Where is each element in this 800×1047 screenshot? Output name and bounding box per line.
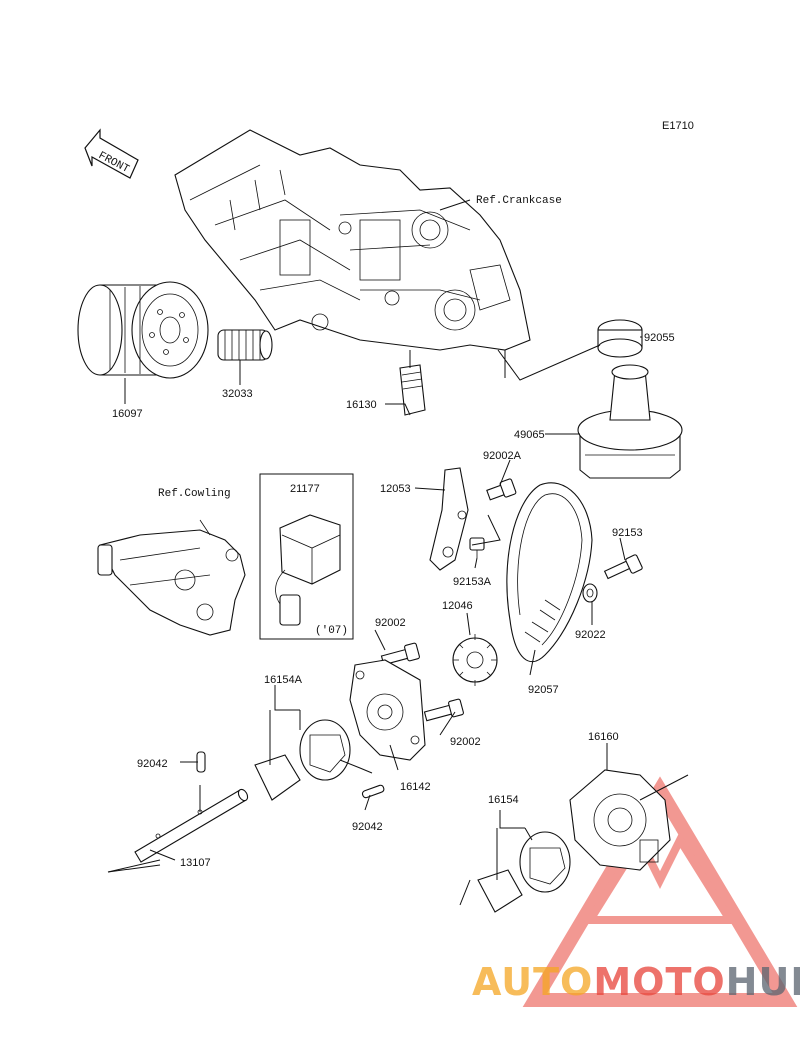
watermark-part3: HUB [726, 960, 800, 1004]
label-92002-upper: 92002 [375, 617, 406, 629]
watermark-text: AUTOMOTOHUB [472, 960, 800, 1004]
label-92153: 92153 [612, 527, 643, 539]
ref-cowling-label: Ref.Cowling [158, 488, 231, 500]
oil-pressure-switch-box [259, 473, 354, 640]
label-16097: 16097 [112, 408, 143, 420]
bolt-92153A [469, 537, 485, 558]
bolt-92002-lower [423, 698, 464, 722]
o-ring-92055 [597, 319, 643, 358]
cowling-bracket [97, 519, 246, 636]
label-32033: 32033 [222, 388, 253, 400]
label-92153A: 92153A [453, 576, 492, 588]
label-16154A: 16154A [264, 674, 303, 686]
bolt-92002A [486, 478, 517, 501]
oil-filter [77, 281, 209, 379]
label-16130: 16130 [346, 399, 377, 411]
explode-lines [107, 759, 689, 906]
pump-rotor-16154A [254, 719, 351, 801]
pin-92042-upper [196, 751, 206, 773]
label-92022: 92022 [575, 629, 606, 641]
label-16160: 16160 [588, 731, 619, 743]
oil-pump-body-16160 [569, 769, 671, 871]
year-note: ('07) [315, 625, 348, 637]
label-92057: 92057 [528, 684, 559, 696]
label-92002-lower: 92002 [450, 736, 481, 748]
label-13107: 13107 [180, 857, 211, 869]
front-arrow-icon: FRONT [84, 128, 139, 179]
pump-shaft [134, 788, 249, 863]
spring [217, 329, 273, 361]
washer-92022 [582, 583, 598, 603]
pin-92042-lower [361, 784, 385, 799]
oil-pump-body [349, 659, 426, 761]
bolt-92002-upper [380, 642, 420, 666]
svg-text:AUTOMOTOHUB: AUTOMOTOHUB [472, 960, 800, 1004]
pump-rotor-16154 [477, 831, 571, 913]
diagram-code: E1710 [662, 120, 694, 132]
label-92055: 92055 [644, 332, 675, 344]
drive-chain [506, 482, 593, 663]
oil-strainer [577, 364, 683, 479]
label-12053: 12053 [380, 483, 411, 495]
label-21177: 21177 [290, 483, 320, 495]
label-92042-lower: 92042 [352, 821, 383, 833]
chain-guide [429, 467, 469, 571]
oil-pipe-fitting [399, 350, 426, 416]
ref-crankcase-label: Ref.Crankcase [476, 195, 562, 207]
watermark-part2: MOTO [593, 960, 725, 1004]
leader-lines [124, 199, 642, 880]
label-92042-upper: 92042 [137, 758, 168, 770]
label-92002A: 92002A [483, 450, 522, 462]
label-16154: 16154 [488, 794, 519, 806]
bolt-92153 [603, 554, 643, 580]
watermark-part1: AUTO [472, 960, 593, 1004]
crankcase [174, 129, 531, 351]
label-16142: 16142 [400, 781, 431, 793]
label-12046: 12046 [442, 600, 473, 612]
sprocket [452, 634, 498, 686]
label-49065: 49065 [514, 429, 545, 441]
